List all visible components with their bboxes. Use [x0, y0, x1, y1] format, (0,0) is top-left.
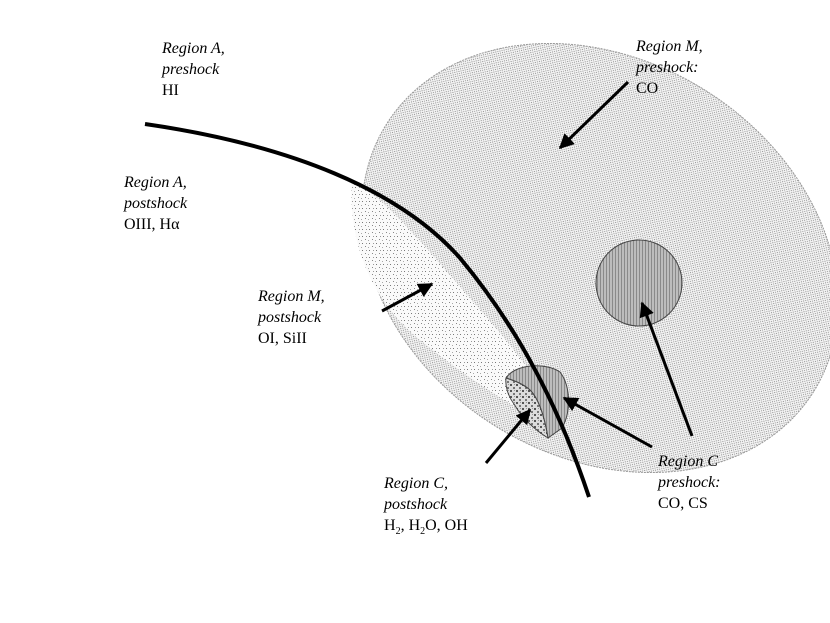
molecular-cloud-ellipse [361, 42, 830, 474]
label-region-c-postshock-title: Region C, [384, 475, 448, 492]
label-region-m-preshock-state: preshock: [636, 59, 699, 76]
region-c-clump-postshock [505, 377, 549, 440]
label-region-m-postshock-state: postshock [258, 309, 322, 326]
label-region-a-postshock: Region A, postshock OIII, Hα [124, 172, 187, 235]
region-c-core [595, 239, 683, 327]
label-region-m-preshock-title: Region M, [636, 38, 703, 55]
label-region-c-preshock-species: CO, CS [658, 495, 708, 512]
label-region-c-postshock: Region C, postshock H2, H2O, OH [384, 473, 468, 538]
label-region-a-preshock-title: Region A, [162, 40, 225, 57]
arrow-region-c-preshock-core [639, 301, 694, 437]
label-region-m-postshock-species: OI, SiII [258, 330, 307, 347]
label-region-a-preshock: Region A, preshock HI [162, 38, 225, 101]
label-region-m-preshock-species: CO [636, 80, 659, 97]
species-h2-h: H [384, 517, 396, 534]
label-region-c-preshock-state: preshock: [658, 474, 721, 491]
label-region-a-preshock-species: HI [162, 82, 179, 99]
label-region-a-postshock-species: OIII, Hα [124, 216, 180, 233]
species-h2o-h: , H [400, 517, 421, 534]
label-region-m-preshock: Region M, preshock: CO [636, 36, 703, 99]
arrow-region-m-postshock [381, 282, 434, 313]
label-region-c-postshock-species: H2, H2O, OH [384, 515, 468, 538]
label-region-a-preshock-state: preshock [162, 61, 220, 78]
label-region-c-preshock-title: Region C [658, 453, 718, 470]
arrow-region-c-preshock-clump [562, 396, 653, 449]
label-region-a-postshock-title: Region A, [124, 174, 187, 191]
shock-front-curve [144, 122, 591, 498]
species-h2-sub: 2 [395, 526, 401, 538]
species-h2o-sub: 2 [420, 526, 426, 538]
species-rest: O, OH [425, 517, 468, 534]
label-region-m-postshock-title: Region M, [258, 288, 325, 305]
arrow-region-c-postshock [484, 408, 532, 464]
label-region-m-postshock: Region M, postshock OI, SiII [258, 286, 325, 349]
arrow-region-m-preshock [558, 80, 630, 150]
label-region-a-postshock-state: postshock [124, 195, 188, 212]
label-region-c-postshock-state: postshock [384, 496, 448, 513]
label-region-c-preshock: Region C preshock: CO, CS [658, 451, 721, 514]
postshock-region [351, 182, 560, 432]
